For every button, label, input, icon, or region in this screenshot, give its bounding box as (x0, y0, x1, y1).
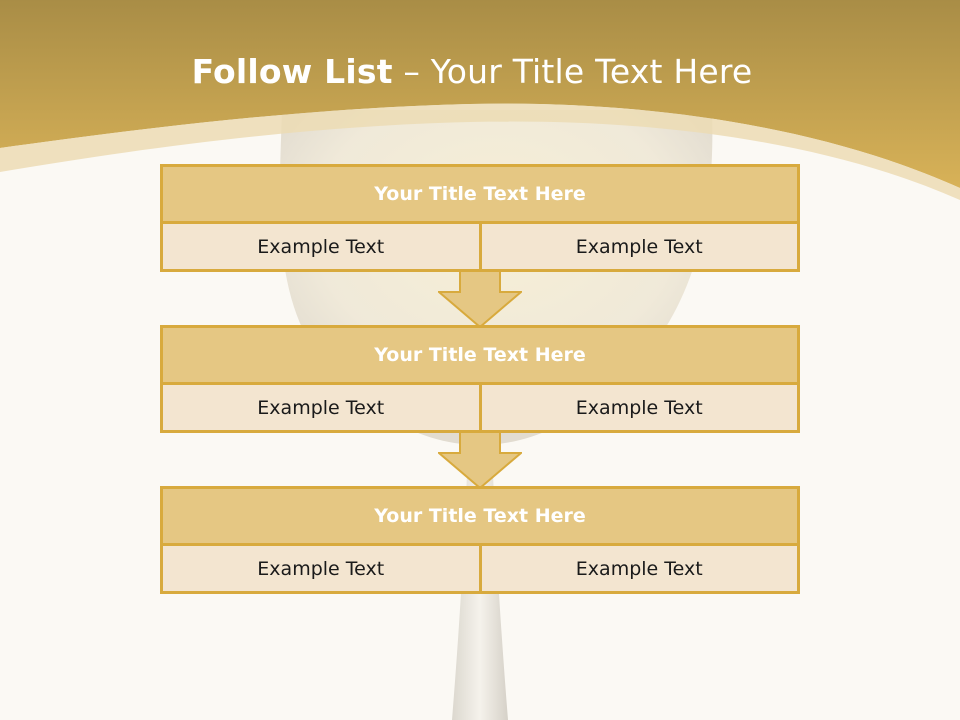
step-box-2: Your Title Text Here Example Text Exampl… (160, 325, 800, 433)
step-row: Example Text Example Text (163, 546, 797, 591)
step-title: Your Title Text Here (163, 489, 797, 546)
step-box-1: Your Title Text Here Example Text Exampl… (160, 164, 800, 272)
step-title: Your Title Text Here (163, 167, 797, 224)
step-cell-right: Example Text (575, 396, 703, 419)
down-arrow-icon (438, 270, 522, 328)
step-box-3: Your Title Text Here Example Text Exampl… (160, 486, 800, 594)
step-cell-right: Example Text (575, 235, 703, 258)
down-arrow-icon (438, 431, 522, 489)
step-title: Your Title Text Here (163, 328, 797, 385)
step-cell-left: Example Text (163, 224, 482, 269)
slide-title-bold: Follow List (191, 52, 393, 91)
step-cell-left: Example Text (163, 385, 482, 430)
step-row: Example Text Example Text (163, 224, 797, 269)
slide-title: Follow List – Your Title Text Here (0, 52, 944, 91)
step-row: Example Text Example Text (163, 385, 797, 430)
step-cell-left: Example Text (163, 546, 482, 591)
top-band-shape (0, 0, 960, 188)
step-cell-right: Example Text (575, 557, 703, 580)
band-swoosh-shape (0, 103, 960, 200)
slide-title-rest: – Your Title Text Here (392, 52, 753, 91)
